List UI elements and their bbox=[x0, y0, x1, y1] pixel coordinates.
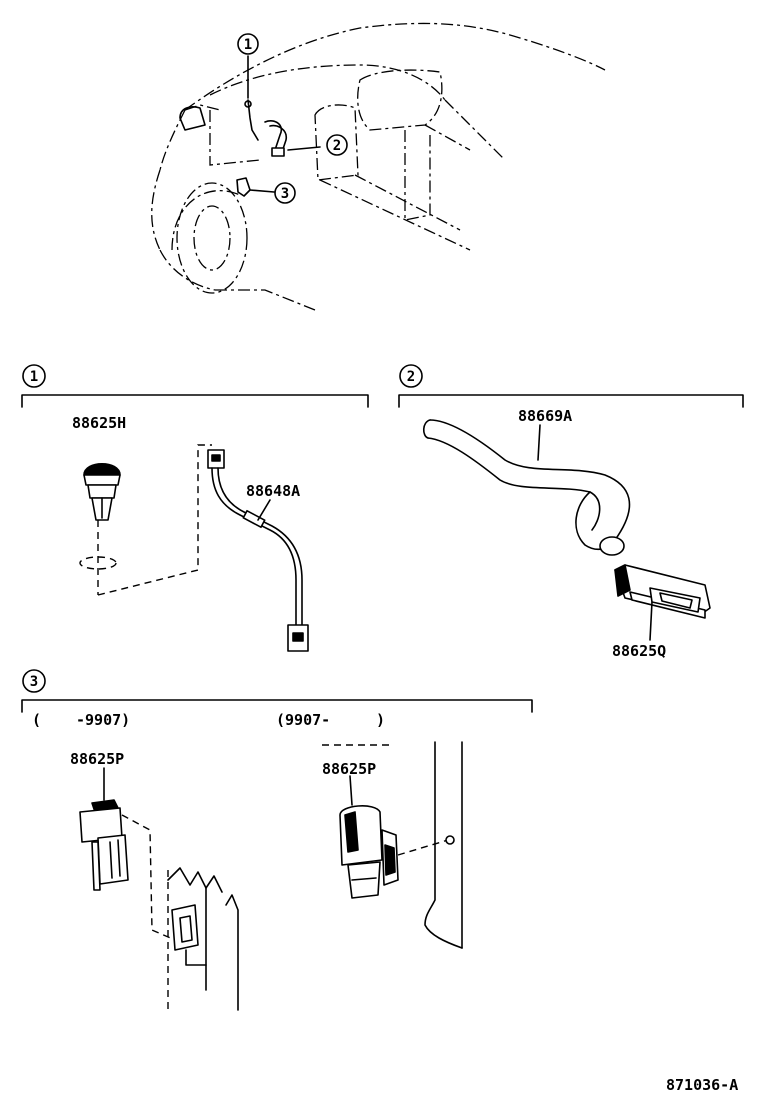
group-2-header: 2 bbox=[398, 364, 744, 408]
group-1-header: 1 bbox=[21, 364, 369, 408]
part-88669A-hose[interactable] bbox=[422, 419, 631, 556]
car-callout-3[interactable]: 3 bbox=[274, 182, 296, 204]
part-88625Q-connector[interactable] bbox=[614, 564, 711, 641]
label-88648A: 88648A bbox=[246, 482, 300, 500]
diagram-code: 871036-A bbox=[666, 1076, 738, 1094]
car-overview-illustration bbox=[151, 22, 606, 311]
svg-text:1: 1 bbox=[30, 369, 38, 385]
group-3-header: 3 bbox=[21, 669, 533, 713]
range-close-right: ) bbox=[376, 711, 385, 729]
part-88625H-clip[interactable] bbox=[79, 444, 212, 596]
part-88625P-right[interactable] bbox=[339, 775, 449, 899]
range-from-9907: (9907- bbox=[276, 711, 330, 729]
label-88625P-right: 88625P bbox=[322, 760, 376, 778]
label-88625P-left: 88625P bbox=[70, 750, 124, 768]
range-to-9907: -9907) bbox=[76, 711, 130, 729]
svg-text:2: 2 bbox=[407, 369, 415, 385]
car-callout-2[interactable]: 2 bbox=[326, 134, 348, 156]
pillar-panel bbox=[424, 741, 463, 949]
range-open-left: ( bbox=[32, 711, 41, 729]
label-88625H: 88625H bbox=[72, 414, 126, 432]
label-88669A: 88669A bbox=[518, 407, 572, 425]
part-88648A-wire[interactable] bbox=[207, 449, 309, 652]
svg-text:2: 2 bbox=[333, 138, 341, 154]
car-callout-1[interactable]: 1 bbox=[237, 33, 259, 55]
part-88625P-left[interactable] bbox=[79, 767, 239, 1012]
svg-text:3: 3 bbox=[30, 674, 38, 690]
svg-text:3: 3 bbox=[281, 186, 289, 202]
label-88625Q: 88625Q bbox=[612, 642, 666, 660]
svg-text:1: 1 bbox=[244, 37, 252, 53]
